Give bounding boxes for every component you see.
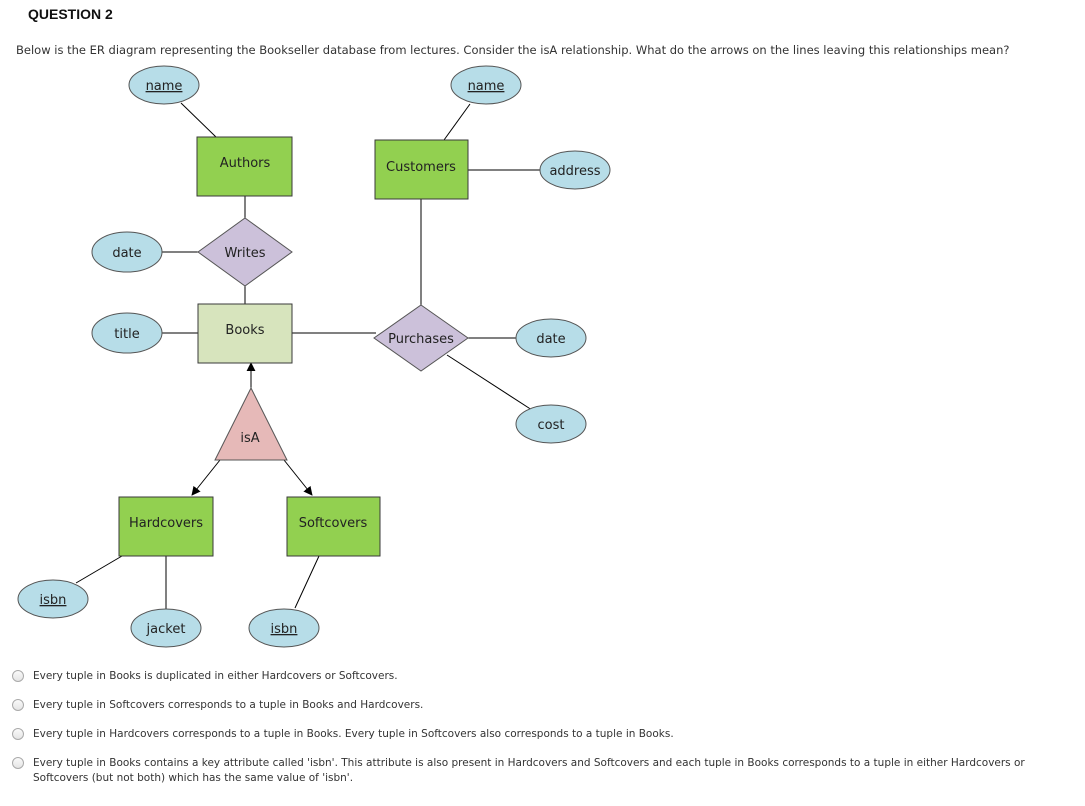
relationship-purchases-label: Purchases	[388, 332, 454, 347]
answer-option-3[interactable]: Every tuple in Hardcovers corresponds to…	[12, 727, 1043, 742]
relationship-isa-label: isA	[240, 431, 259, 446]
entity-hardcovers-label: Hardcovers	[129, 516, 203, 531]
attribute-softcover-isbn: isbn	[248, 608, 320, 648]
attribute-author-name: name	[128, 65, 200, 105]
radio-button[interactable]	[12, 699, 24, 711]
entity-softcovers: Softcovers	[286, 496, 381, 557]
answer-option-4[interactable]: Every tuple in Books contains a key attr…	[12, 756, 1043, 786]
entity-hardcovers: Hardcovers	[118, 496, 214, 557]
arrow-isa-hardcovers	[191, 459, 221, 496]
entity-authors-label: Authors	[220, 156, 271, 171]
line-hardcovers-isbn	[75, 555, 123, 584]
question-text: Below is the ER diagram representing the…	[16, 43, 1010, 57]
radio-button[interactable]	[12, 728, 24, 740]
entity-customers-label: Customers	[386, 160, 456, 175]
attribute-softcover-isbn-label: isbn	[271, 622, 298, 637]
er-diagram: Authors Customers Books Hardcovers Softc…	[17, 65, 611, 648]
answer-option-2[interactable]: Every tuple in Softcovers corresponds to…	[12, 698, 1043, 713]
answer-option-label[interactable]: Every tuple in Books is duplicated in ei…	[33, 670, 398, 682]
entity-authors: Authors	[196, 136, 293, 197]
attribute-book-title: title	[91, 312, 163, 354]
attribute-hardcover-isbn: isbn	[17, 579, 89, 619]
question-title: QUESTION 2	[28, 6, 113, 22]
attribute-writes-date-label: date	[112, 246, 141, 261]
attribute-hardcover-jacket: jacket	[130, 608, 202, 648]
line-authorname-authors	[180, 102, 217, 138]
answer-option-label[interactable]: Every tuple in Books contains a key attr…	[33, 757, 1025, 784]
entity-softcovers-label: Softcovers	[299, 516, 368, 531]
attribute-customer-address: address	[539, 150, 611, 190]
answer-option-label[interactable]: Every tuple in Softcovers corresponds to…	[33, 699, 424, 711]
attribute-writes-date: date	[91, 231, 163, 273]
entity-books-label: Books	[225, 323, 264, 338]
attribute-purchase-date-label: date	[536, 332, 565, 347]
attribute-hardcover-isbn-label: isbn	[40, 593, 67, 608]
attribute-author-name-label: name	[146, 79, 183, 94]
attribute-customer-address-label: address	[549, 164, 600, 179]
relationship-writes: Writes	[197, 217, 293, 287]
answer-option-label[interactable]: Every tuple in Hardcovers corresponds to…	[33, 728, 674, 740]
attribute-hardcover-jacket-label: jacket	[146, 622, 186, 637]
attribute-purchase-date: date	[515, 318, 587, 358]
line-customername-customers	[443, 103, 471, 141]
entity-books: Books	[197, 303, 293, 364]
attribute-customer-name: name	[450, 65, 522, 105]
line-purchases-cost	[446, 354, 533, 411]
attribute-customer-name-label: name	[468, 79, 505, 94]
radio-button[interactable]	[12, 670, 24, 682]
relationship-purchases: Purchases	[373, 304, 469, 372]
relationship-writes-label: Writes	[224, 246, 265, 261]
arrow-isa-softcovers	[283, 459, 313, 496]
relationship-isa: isA	[214, 386, 288, 461]
answer-option-1[interactable]: Every tuple in Books is duplicated in ei…	[12, 669, 1043, 684]
line-softcovers-isbn	[294, 555, 320, 609]
attribute-purchase-cost: cost	[515, 404, 587, 444]
entity-customers: Customers	[374, 139, 469, 200]
attribute-book-title-label: title	[114, 327, 139, 342]
attribute-purchase-cost-label: cost	[538, 418, 565, 433]
radio-button[interactable]	[12, 757, 24, 769]
